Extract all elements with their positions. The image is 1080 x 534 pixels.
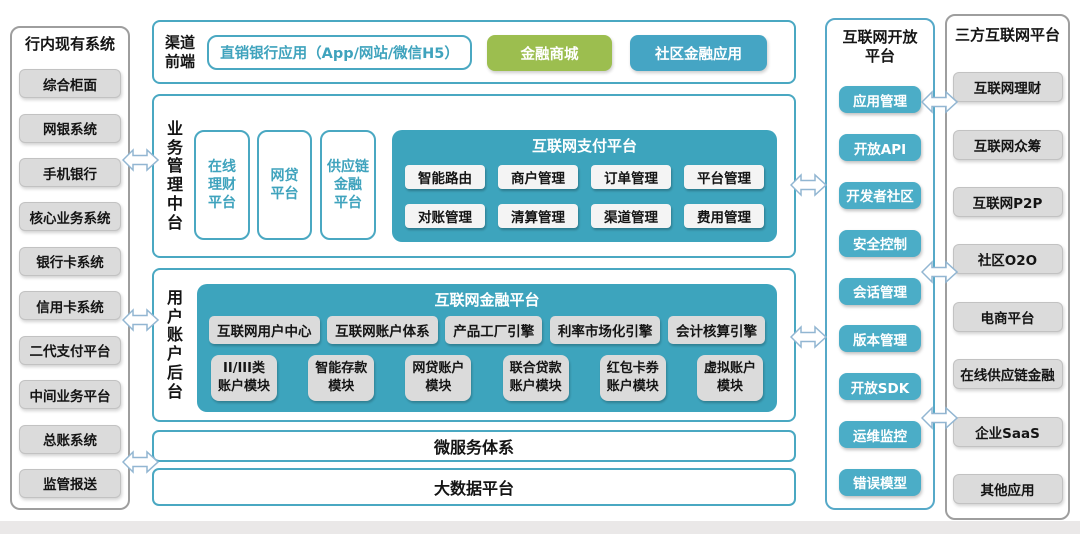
node-version-management: 版本管理 xyxy=(839,325,921,353)
node-community-o2o: 社区O2O xyxy=(952,244,1063,275)
node-reconciliation-management: 对账管理 xyxy=(405,204,485,228)
section-business-middle-platform: 业 务 管 理 中 台 在线 理财 平台 网贷 平台 供应链 金融 平台 互联网… xyxy=(152,94,796,258)
node-internet-p2p: 互联网P2P xyxy=(952,186,1063,217)
node-ecommerce-platform: 电商平台 xyxy=(952,301,1063,332)
node-channel-management: 渠道管理 xyxy=(591,204,671,228)
double-arrow-icon xyxy=(122,450,159,474)
double-arrow-icon xyxy=(921,260,958,284)
node-supply-chain-finance-platform: 供应链 金融 平台 xyxy=(320,130,376,240)
node-enterprise-saas: 企业SaaS xyxy=(952,416,1063,447)
panel-existing-systems-title: 行内现有系统 xyxy=(24,35,115,53)
node-merchant-management: 商户管理 xyxy=(498,165,578,189)
finance-platform-row1: 互联网用户中心 互联网账户体系 产品工厂引擎 利率市场化引擎 会计核算引擎 xyxy=(197,310,777,344)
node-open-api: 开放API xyxy=(839,134,921,162)
node-redpacket-coupon-account-module: 红包卡券 账户模块 xyxy=(599,355,666,401)
node-ops-monitoring: 运维监控 xyxy=(839,421,921,449)
node-intermediate-business: 中间业务平台 xyxy=(19,380,121,410)
node-loan-account-module: 网贷账户 模块 xyxy=(405,355,472,401)
node-fee-management: 费用管理 xyxy=(684,204,764,228)
node-finance-mall: 金融商城 xyxy=(487,35,612,71)
internet-finance-platform-title: 互联网金融平台 xyxy=(434,291,540,309)
node-mobile-banking: 手机银行 xyxy=(19,158,121,188)
node-joint-loan-account-module: 联合贷款 账户模块 xyxy=(502,355,569,401)
bar-microservice-system: 微服务体系 xyxy=(152,430,796,462)
node-credit-card: 信用卡系统 xyxy=(19,291,121,321)
business-middle-platform-label: 业 务 管 理 中 台 xyxy=(167,118,184,232)
node-internet-crowdfunding: 互联网众筹 xyxy=(952,129,1063,160)
node-online-supply-chain-finance: 在线供应链金融 xyxy=(952,359,1063,390)
node-online-wealth-platform: 在线 理财 平台 xyxy=(194,130,250,240)
node-type23-account-module: II/III类 账户模块 xyxy=(211,355,278,401)
node-internet-account-system: 互联网账户体系 xyxy=(327,316,438,344)
payment-modules-grid: 智能路由 商户管理 订单管理 平台管理 对账管理 清算管理 渠道管理 费用管理 xyxy=(392,156,777,228)
double-arrow-icon xyxy=(921,406,958,430)
node-virtual-account-module: 虚拟账户 模块 xyxy=(696,355,763,401)
bar-bigdata-platform: 大数据平台 xyxy=(152,468,796,506)
section-user-account-backend: 用 户 账 户 后 台 互联网金融平台 互联网用户中心 互联网账户体系 产品工厂… xyxy=(152,268,796,422)
node-online-banking: 网银系统 xyxy=(19,113,121,143)
node-community-finance-app: 社区金融应用 xyxy=(630,35,767,71)
panel-existing-systems: 行内现有系统 综合柜面 网银系统 手机银行 核心业务系统 银行卡系统 信用卡系统… xyxy=(10,26,130,510)
group-internet-finance-platform: 互联网金融平台 互联网用户中心 互联网账户体系 产品工厂引擎 利率市场化引擎 会… xyxy=(197,284,777,412)
node-internet-wealth: 互联网理财 xyxy=(952,72,1063,103)
double-arrow-icon xyxy=(921,90,958,114)
node-online-loan-platform: 网贷 平台 xyxy=(257,130,312,240)
node-direct-bank-app: 直销银行应用（App/网站/微信H5） xyxy=(207,35,472,70)
user-account-backend-label: 用 户 账 户 后 台 xyxy=(167,287,184,401)
node-error-model: 错误模型 xyxy=(839,468,921,496)
node-regulatory-reporting: 监管报送 xyxy=(19,468,121,498)
section-channel-frontend: 渠道 前端 直销银行应用（App/网站/微信H5） 金融商城 社区金融应用 xyxy=(152,20,796,84)
internet-open-platform-title: 互联网开放 平台 xyxy=(842,28,918,65)
node-app-management: 应用管理 xyxy=(839,86,921,114)
channel-frontend-label: 渠道 前端 xyxy=(165,33,196,70)
node-gen2-payment: 二代支付平台 xyxy=(19,335,121,365)
node-internet-user-center: 互联网用户中心 xyxy=(209,316,320,344)
third-party-platforms-title: 三方互联网平台 xyxy=(954,26,1060,44)
node-product-factory-engine: 产品工厂引擎 xyxy=(445,316,543,344)
node-open-sdk: 开放SDK xyxy=(839,373,921,401)
bottom-divider xyxy=(0,521,1080,534)
double-arrow-icon xyxy=(122,308,159,332)
node-developer-community: 开发者社区 xyxy=(839,181,921,209)
double-arrow-icon xyxy=(790,325,827,349)
node-smart-routing: 智能路由 xyxy=(405,165,485,189)
node-accounting-engine: 会计核算引擎 xyxy=(668,316,765,344)
group-internet-payment-platform: 互联网支付平台 智能路由 商户管理 订单管理 平台管理 对账管理 清算管理 渠道… xyxy=(392,130,777,242)
node-clearing-management: 清算管理 xyxy=(498,204,578,228)
node-order-management: 订单管理 xyxy=(591,165,671,189)
node-general-ledger: 总账系统 xyxy=(19,424,121,454)
node-security-control: 安全控制 xyxy=(839,229,921,257)
double-arrow-icon xyxy=(122,148,159,172)
node-bank-card: 银行卡系统 xyxy=(19,246,121,276)
node-core-business: 核心业务系统 xyxy=(19,202,121,232)
node-other-apps: 其他应用 xyxy=(952,474,1063,504)
finance-platform-row2: II/III类 账户模块 智能存款 模块 网贷账户 模块 联合贷款 账户模块 红… xyxy=(197,344,777,401)
panel-third-party-platforms: 三方互联网平台 互联网理财 互联网众筹 互联网P2P 社区O2O 电商平台 在线… xyxy=(945,14,1070,520)
node-general-counter: 综合柜面 xyxy=(19,69,121,99)
node-session-management: 会话管理 xyxy=(839,277,921,305)
node-rate-marketization-engine: 利率市场化引擎 xyxy=(549,316,661,344)
node-platform-management: 平台管理 xyxy=(684,165,764,189)
panel-internet-open-platform: 互联网开放 平台 应用管理 开放API 开发者社区 安全控制 会话管理 版本管理… xyxy=(825,18,935,510)
double-arrow-icon xyxy=(790,173,827,197)
node-smart-deposit-module: 智能存款 模块 xyxy=(308,355,375,401)
internet-payment-platform-title: 互联网支付平台 xyxy=(531,137,637,155)
